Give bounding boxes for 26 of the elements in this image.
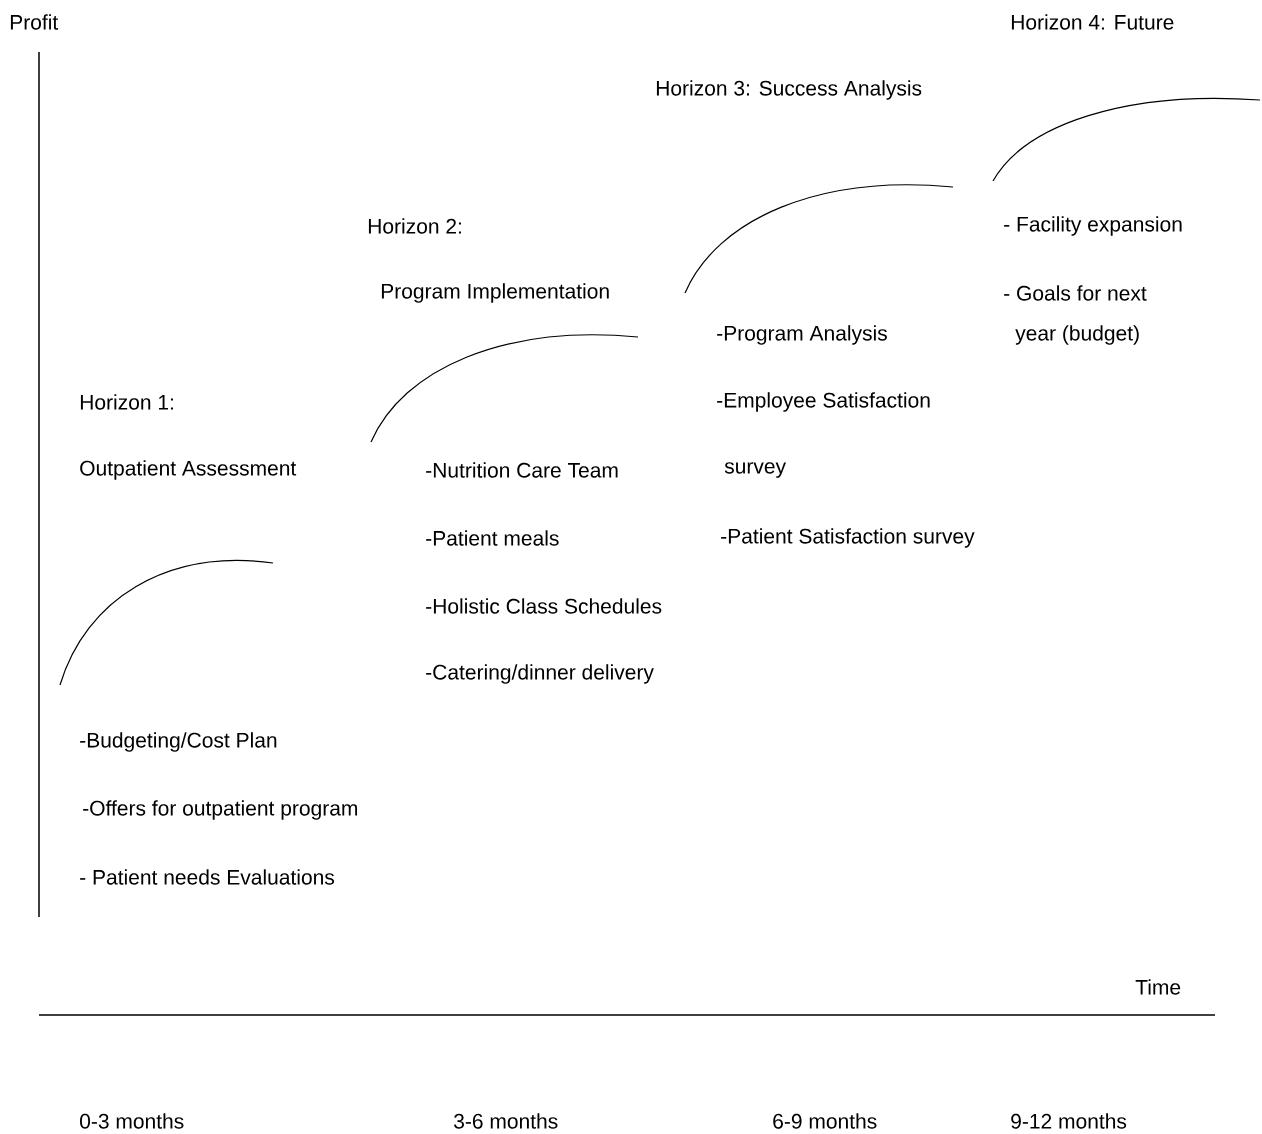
time-label: 9-12 months: [1011, 1113, 1127, 1129]
heading: Outpatient Assessment: [80, 460, 297, 480]
list-item: - Goals for next: [1004, 285, 1147, 301]
heading: Horizon 1:: [80, 394, 173, 410]
time-label: 6-9 months: [773, 1113, 877, 1129]
list-item: -Program Analysis: [717, 325, 887, 345]
list-item: year (budget): [1015, 325, 1139, 345]
time-label: 3-6 months: [454, 1113, 558, 1129]
axis-label: Time: [1135, 979, 1181, 995]
heading: Horizon 2:: [368, 218, 461, 234]
list-item: -Offers for outpatient program: [83, 800, 358, 820]
heading: Horizon 4: Future: [1011, 14, 1174, 30]
list-item: -Holistic Class Schedules: [426, 598, 662, 614]
list-item: -Patient meals: [426, 530, 559, 546]
list-item: - Facility expansion: [1004, 216, 1182, 236]
list-item: -Catering/dinner delivery: [426, 664, 654, 684]
heading: Horizon 3: Success Analysis: [656, 80, 922, 100]
list-item: -Employee Satisfaction: [717, 392, 930, 412]
list-item: -Nutrition Care Team: [426, 462, 618, 478]
heading: Program Implementation: [381, 283, 609, 303]
list-item: -Budgeting/Cost Plan: [80, 732, 277, 752]
axis-label: Profit: [10, 14, 59, 30]
list-item: -Patient Satisfaction survey: [721, 528, 975, 548]
time-label: 0-3 months: [80, 1113, 184, 1129]
list-item: - Patient needs Evaluations: [80, 869, 335, 885]
list-item: survey: [724, 462, 786, 478]
